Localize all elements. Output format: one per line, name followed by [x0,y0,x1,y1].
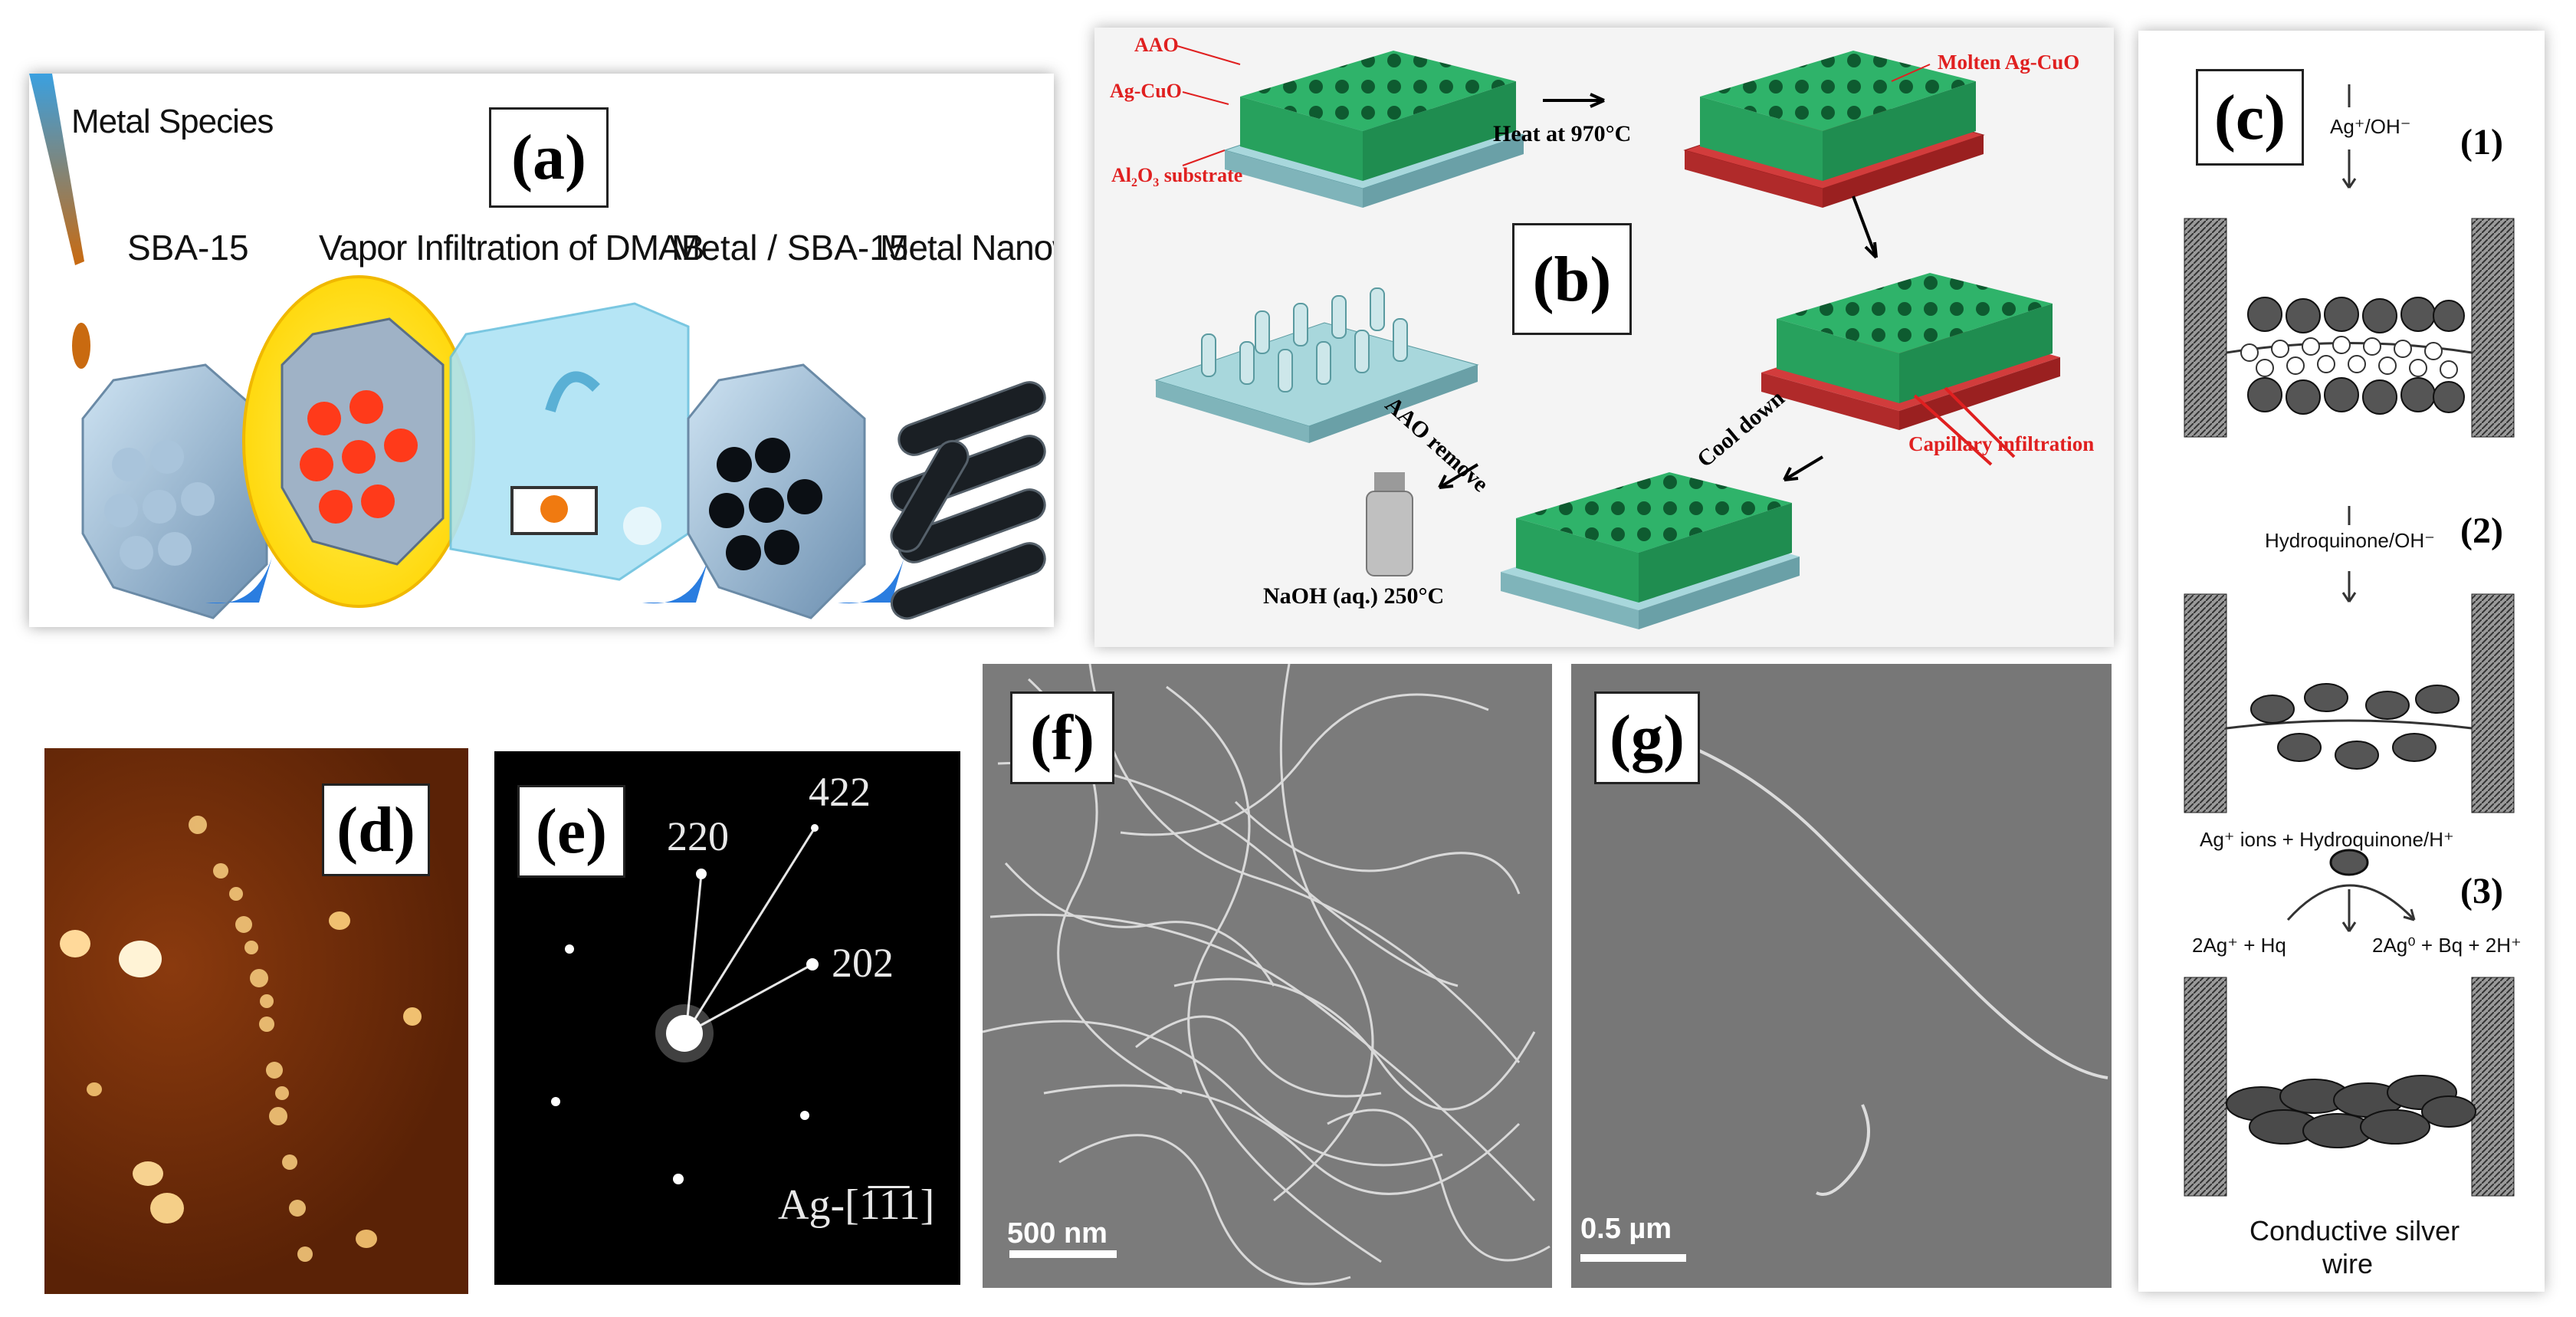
sba15-label: SBA-15 [127,228,249,268]
molten-annotation: Molten Ag-CuO [1938,51,2080,74]
dropper-icon [29,74,84,265]
metal-sba-label: Metal / SBA-15 [671,228,909,268]
agcuo-annotation: Ag-CuO [1110,80,1182,102]
reagent-1-label: Ag⁺/OH⁻ [2330,115,2411,138]
reagent-2-label: Hydroquinone/OH⁻ [2265,529,2435,552]
infiltration-template [1761,273,2060,466]
step-1-label: (1) [2460,122,2503,163]
panel-c: Ag⁺/OH⁻ (1) Hydroquinone/OH⁻ (2) Ag⁺ ion… [2138,31,2545,1292]
panel-a: Metal Species SBA-15 Vapor Infiltration … [29,74,1054,627]
zone-axis-label: Ag-[1̅1̅1] [778,1181,935,1229]
nanopillar-array [1154,287,1479,443]
metal-sba-prism [687,363,866,619]
sem-single-nanowire [1693,747,2108,1196]
panel-e: 220 422 202 Ag-[1̅1̅1] (e) [494,751,960,1285]
panel-b-illustration [1154,45,2060,629]
heat-annotation: Heat at 970°C [1493,121,1632,146]
cooled-template [1501,472,1800,629]
step-2-label: (2) [2460,511,2503,551]
afm-image [60,816,422,1262]
caption-line-2: wire [2322,1248,2374,1279]
arrow-icon [642,549,711,604]
panel-f-label: (f) [1010,691,1114,784]
ag-ions-row2 [2250,683,2460,770]
capillary-annotation: Capillary infiltration [1908,432,2095,455]
panel-c-illustration [2184,84,2515,1197]
vapor-label: Vapor Infiltration of DMAB [319,228,704,268]
metal-species-label: Metal Species [71,103,274,140]
electrode-pair-1 [2184,218,2515,438]
naoh-bottle-icon [1366,472,1413,576]
panel-c-label: (c) [2196,69,2304,166]
diffraction-pattern [551,824,819,1184]
process-arrows [1438,93,1878,489]
arrow-icon [838,549,907,604]
nanowires-label: Metal Nanowires [880,228,1054,268]
panel-d-label: (d) [322,783,430,876]
panel-b-label: (b) [1512,223,1632,335]
spot-202-label: 202 [832,940,894,986]
spot-422-label: 422 [809,769,871,815]
panel-g-label: (g) [1594,691,1700,784]
naoh-annotation: NaOH (aq.) 250°C [1263,583,1445,609]
ions-label: Ag⁺ ions + Hydroquinone/H⁺ [2200,828,2454,851]
sba15-prism [81,363,268,619]
scale-bar-f [1009,1250,1117,1258]
droplet-icon [72,323,90,369]
aao-template [1223,51,1525,208]
panel-a-illustration [29,74,1046,620]
arrow-icon [205,549,274,604]
reactor-box [449,302,690,581]
electrode-pair-2 [2184,593,2515,813]
molten-template [1683,51,1985,208]
reaction-left: 2Ag⁺ + Hq [2192,934,2286,957]
scale-bar-g [1580,1254,1686,1262]
ag-ions-row1 [2247,297,2465,415]
substrate-annotation: Al2O3 substrate [1111,164,1243,190]
process-arrows [2286,84,2416,932]
panel-f: 500 nm (f) [983,664,1552,1288]
panel-a-label: (a) [489,107,609,208]
panel-d: (d) [44,748,468,1294]
nanowire-bundle [890,381,1046,620]
electrode-pair-3 [2184,977,2515,1197]
scale-label-g: 0.5 µm [1580,1213,1672,1245]
reaction-right: 2Ag⁰ + Bq + 2H⁺ [2372,934,2522,957]
caption-line-1: Conductive silver [2249,1215,2460,1246]
panel-g: 0.5 µm (g) [1571,664,2112,1288]
panel-b: AAO Ag-CuO Al2O3 substrate Heat at 970°C… [1094,28,2114,647]
panel-e-label: (e) [517,785,625,878]
silver-wire [2226,1075,2476,1148]
scale-label-f: 500 nm [1007,1217,1108,1250]
aao-annotation: AAO [1134,34,1179,56]
step-3-label: (3) [2460,871,2503,911]
spot-220-label: 220 [667,813,729,859]
infiltrated-prism [281,317,445,566]
